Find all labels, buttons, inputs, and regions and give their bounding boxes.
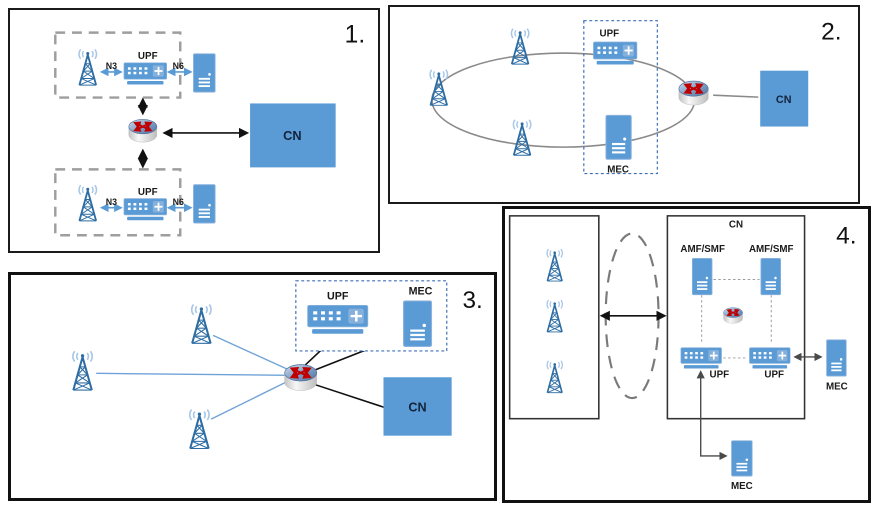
upf-device-icon bbox=[307, 304, 369, 335]
tower-left-link bbox=[96, 372, 289, 376]
cn-box bbox=[250, 103, 336, 168]
upf-mec-dotted-box bbox=[583, 20, 658, 175]
cn-label: CN bbox=[776, 94, 792, 106]
panel-3-diagram: CN UPF MEC 3. bbox=[71, 280, 483, 450]
cn-label: CN bbox=[408, 400, 426, 414]
upf-label: UPF bbox=[327, 290, 349, 302]
cell-tower-icon bbox=[510, 27, 530, 66]
mec-server-icon bbox=[731, 440, 753, 477]
router-icon bbox=[723, 308, 742, 324]
n3-label-bottom: N3 bbox=[106, 197, 117, 207]
panel-3-star-aggregation: CN UPF MEC 3. bbox=[8, 272, 497, 501]
amf-smf-label-left: AMF/SMF bbox=[680, 244, 725, 255]
upf-device-icon bbox=[123, 198, 168, 221]
panel-1-diagram: CN N3 UPF N6 N3 UPF N6 1. bbox=[54, 21, 366, 237]
upf-label-left: UPF bbox=[710, 370, 730, 381]
n6-label-bottom: N6 bbox=[173, 197, 184, 207]
panel-number-1: 1. bbox=[345, 21, 366, 48]
mec-server-icon bbox=[605, 114, 632, 160]
p1-blue-interface-arrows bbox=[99, 67, 193, 213]
upf-label-right: UPF bbox=[764, 370, 784, 381]
tower-bottom-link bbox=[210, 379, 291, 420]
panel-2-diagram: CN UPF MEC 2. bbox=[429, 18, 842, 176]
upf-label: UPF bbox=[600, 28, 620, 39]
router-to-cn-link bbox=[713, 94, 759, 98]
amf-smf-label-right: AMF/SMF bbox=[749, 244, 794, 255]
cell-tower-icon bbox=[546, 248, 564, 282]
server-icon bbox=[193, 53, 216, 93]
mec-label: MEC bbox=[607, 165, 629, 176]
cell-tower-icon bbox=[512, 118, 532, 157]
cell-tower-icon bbox=[429, 68, 449, 107]
panel-4-diagram: CN AMF/SMF AMF/SMF UPF UPF MEC bbox=[508, 215, 856, 492]
panel-1-local-upf-per-site: CN N3 UPF N6 N3 UPF N6 1. bbox=[8, 8, 380, 253]
panel-number-2: 2. bbox=[821, 18, 841, 45]
cell-tower-icon bbox=[78, 48, 98, 87]
amf-smf-server-icon bbox=[691, 257, 713, 296]
panel-number-3: 3. bbox=[463, 287, 483, 314]
upf-to-mec-bottom-arrow bbox=[696, 370, 728, 461]
cell-tower-icon bbox=[546, 299, 564, 333]
router-to-cn-link bbox=[313, 383, 385, 409]
tower-top-link bbox=[212, 334, 291, 372]
cn-label: CN bbox=[283, 128, 301, 143]
cell-tower-icon bbox=[78, 184, 98, 222]
upf-device-icon bbox=[749, 347, 791, 369]
site-dashed-box-top bbox=[54, 31, 182, 99]
cell-tower-icon bbox=[71, 350, 94, 392]
upf-label-top: UPF bbox=[138, 51, 158, 62]
n3-label-top: N3 bbox=[106, 61, 117, 71]
mec-label-right: MEC bbox=[826, 381, 848, 392]
tower-links bbox=[96, 334, 291, 420]
mec-server-icon bbox=[402, 300, 433, 348]
router-icon bbox=[285, 365, 317, 391]
upf-device-icon bbox=[680, 347, 722, 369]
upf-device-icon bbox=[123, 62, 168, 85]
ran-box bbox=[508, 215, 600, 420]
p1-black-arrows bbox=[137, 97, 250, 169]
mec-server-icon bbox=[826, 339, 847, 377]
upf-device-icon bbox=[593, 41, 638, 65]
cn-box bbox=[383, 377, 452, 436]
mec-label-bottom: MEC bbox=[731, 481, 753, 492]
site-dashed-box-bottom bbox=[54, 168, 182, 237]
server-icon bbox=[193, 184, 216, 224]
cn-label: CN bbox=[729, 220, 743, 231]
panel-2-ring-aggregation: CN UPF MEC 2. bbox=[388, 5, 860, 204]
router-icon bbox=[129, 119, 157, 142]
cell-tower-icon bbox=[190, 303, 213, 345]
panel-number-4: 4. bbox=[836, 222, 856, 249]
cell-tower-icon bbox=[188, 408, 211, 450]
amf-smf-server-icon bbox=[760, 257, 782, 296]
router-icon bbox=[679, 81, 708, 105]
panel-4-distributed-cn: CN AMF/SMF AMF/SMF UPF UPF MEC bbox=[502, 206, 871, 503]
cell-tower-icon bbox=[546, 359, 564, 394]
cn-box bbox=[760, 70, 809, 127]
mec-label: MEC bbox=[409, 285, 433, 297]
n6-label-top: N6 bbox=[173, 61, 184, 71]
upf-label-bottom: UPF bbox=[138, 187, 158, 198]
